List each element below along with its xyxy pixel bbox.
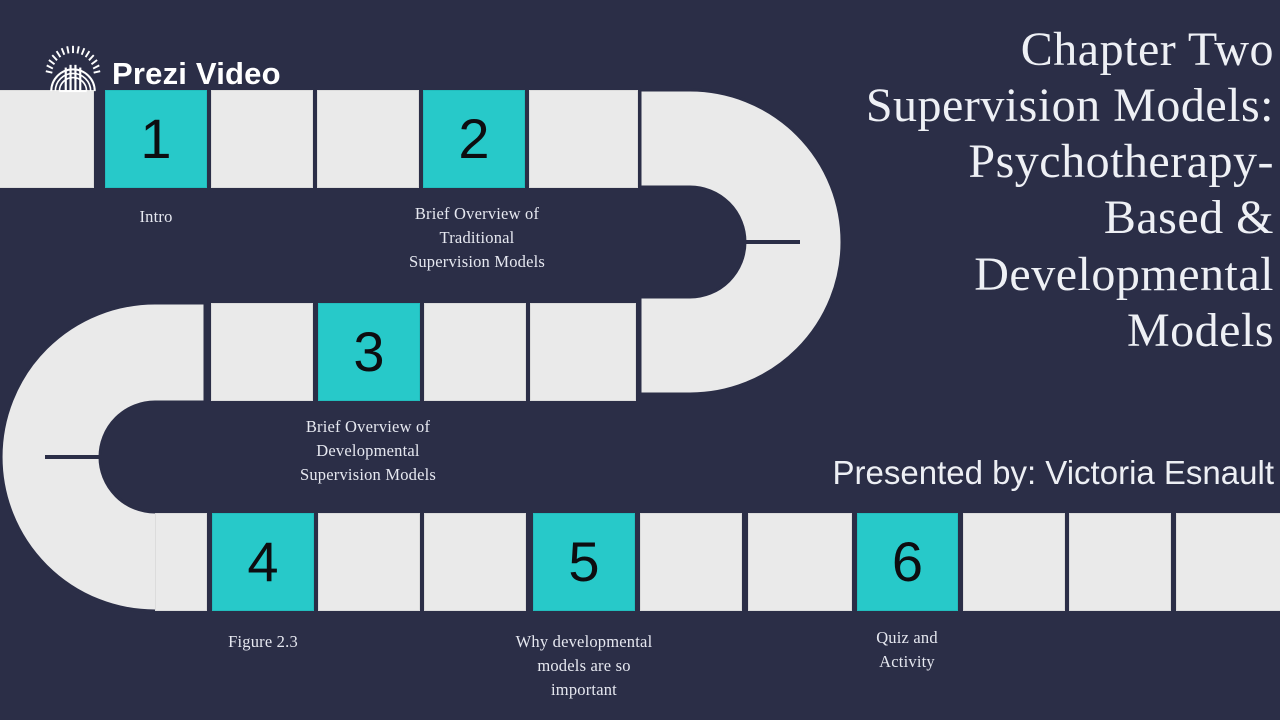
- timeline-block-empty: [318, 513, 420, 611]
- prezi-video-logo: Prezi Video: [44, 44, 281, 102]
- timeline-block-empty: [1069, 513, 1171, 611]
- timeline-caption-4: Figure 2.3: [228, 632, 298, 651]
- slide-title: Chapter Two Supervision Models: Psychoth…: [714, 22, 1274, 359]
- step-number: 4: [247, 530, 279, 593]
- timeline-block-empty: [640, 513, 742, 611]
- timeline-block-empty: [211, 90, 313, 188]
- timeline-block-empty: [529, 90, 638, 188]
- timeline-step-5[interactable]: 5: [533, 513, 635, 611]
- timeline-block-empty: [424, 513, 526, 611]
- step-number: 1: [140, 107, 172, 170]
- prezi-video-wordmark: Prezi Video: [112, 55, 281, 91]
- title-line-4: Based &: [1103, 191, 1274, 245]
- timeline-caption-1: Intro: [139, 207, 173, 226]
- timeline-block-empty: [317, 90, 419, 188]
- timeline-block-empty: [0, 90, 94, 188]
- timeline-block-empty: [963, 513, 1065, 611]
- title-line-1: Chapter Two: [1020, 23, 1274, 76]
- presenter-credit: Presented by: Victoria Esnault: [832, 454, 1274, 491]
- timeline-block-empty: [155, 513, 207, 611]
- timeline-step-2[interactable]: 2: [423, 90, 525, 188]
- timeline-block-empty: [748, 513, 852, 611]
- title-line-2: Supervision Models:: [865, 79, 1274, 133]
- step-number: 3: [353, 320, 385, 383]
- title-line-3: Psychotherapy-: [968, 135, 1274, 189]
- timeline-step-4[interactable]: 4: [212, 513, 314, 611]
- timeline-step-6[interactable]: 6: [857, 513, 958, 611]
- title-line-6: Models: [1127, 303, 1274, 357]
- path-curve-left: [0, 301, 207, 613]
- timeline-block-empty: [1176, 513, 1280, 611]
- step-number: 6: [891, 530, 924, 593]
- timeline-block-empty: [211, 303, 313, 401]
- timeline-step-3[interactable]: 3: [318, 303, 420, 401]
- step-number: 2: [458, 107, 490, 170]
- timeline-block-empty: [530, 303, 636, 401]
- prezi-circular-emblem-icon: [45, 45, 101, 93]
- path-curve-right: [638, 88, 844, 396]
- timeline-block-empty: [424, 303, 526, 401]
- timeline-step-1[interactable]: 1: [105, 90, 207, 188]
- step-number: 5: [568, 530, 600, 593]
- title-line-5: Developmental: [974, 247, 1274, 301]
